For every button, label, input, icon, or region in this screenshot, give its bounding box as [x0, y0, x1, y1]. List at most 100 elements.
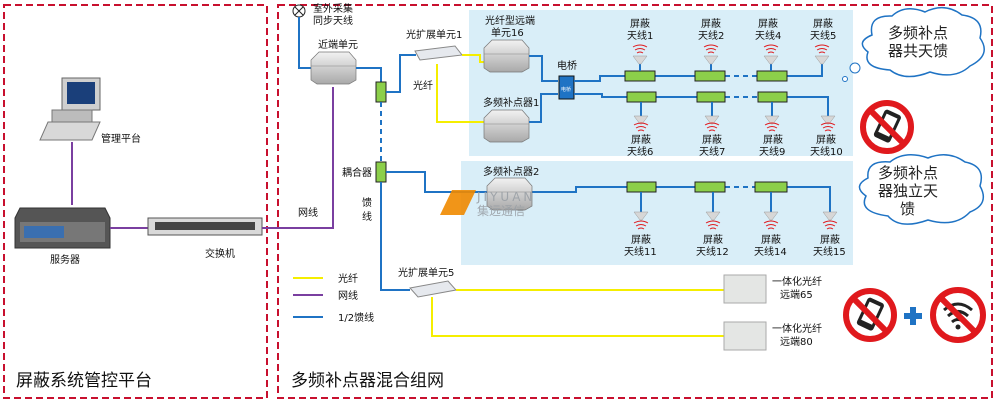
fiber-label: 光纤 — [413, 79, 433, 92]
fiber-remote-16-label: 单元16 — [491, 27, 524, 39]
antenna-label: 屏蔽 — [758, 18, 778, 30]
network-cable — [262, 87, 334, 229]
antenna-label: 天线6 — [627, 145, 653, 158]
management-platform-label: 管理平台 — [101, 132, 141, 145]
no-phone-icon — [846, 291, 894, 339]
feeder-line — [640, 102, 773, 116]
feeder-line — [639, 64, 772, 71]
feeder-line — [529, 93, 558, 123]
fiber-remote-16-device — [483, 39, 530, 73]
feeder-label: 线 — [362, 210, 372, 223]
cloud-text: 器独立天 — [878, 182, 938, 200]
cloud-independent-feeder: 多频补点 器独立天 馈 — [858, 154, 985, 225]
ext-unit-1-label: 光扩展单元1 — [406, 28, 462, 41]
left-section-title: 屏蔽系统管控平台 — [16, 371, 152, 391]
near-unit-label: 近端单元 — [318, 38, 358, 51]
feeder-line — [386, 54, 416, 93]
switch-label: 交换机 — [205, 247, 235, 260]
coupler — [626, 91, 657, 103]
antenna-label: 天线9 — [759, 145, 785, 158]
repeater-2-label: 多频补点器2 — [483, 165, 539, 178]
coupler — [694, 70, 726, 82]
antenna-label: 天线1 — [627, 29, 653, 42]
coupler-1 — [375, 81, 387, 103]
fiber-line — [436, 64, 485, 123]
plus-icon — [904, 307, 922, 325]
cloud-text: 多频补点 — [878, 164, 938, 182]
integrated-remote-80-device — [723, 321, 767, 351]
feeder-line — [529, 55, 558, 82]
management-computer-icon — [39, 77, 101, 141]
bridge-device — [558, 75, 575, 100]
ext-unit-5-label: 光扩展单元5 — [398, 266, 454, 279]
antenna-label: 屏蔽 — [763, 134, 783, 146]
integrated-remote-label: 一体化光纤 — [772, 322, 822, 335]
antenna-label: 天线12 — [696, 245, 729, 258]
cloud-text: 器共天馈 — [888, 42, 948, 60]
feeder-line — [298, 17, 312, 69]
left-frame — [3, 4, 268, 399]
coupler — [694, 181, 726, 193]
network-cable-label: 网线 — [298, 206, 318, 219]
antenna-label: 屏蔽 — [813, 18, 833, 30]
antenna-label: 天线14 — [754, 245, 787, 258]
cloud-text: 馈 — [900, 200, 915, 218]
legend-network: 网线 — [338, 289, 358, 302]
integrated-remote-65-device — [723, 274, 767, 304]
antenna-label: 天线15 — [813, 245, 846, 258]
shared-feeder-panel — [469, 10, 853, 156]
integrated-remote-label: 一体化光纤 — [772, 275, 822, 288]
fiber-remote-16-label: 光纤型远端 — [485, 14, 535, 27]
antenna-label: 屏蔽 — [820, 234, 840, 246]
antenna-label: 屏蔽 — [631, 134, 651, 146]
no-wifi-icon — [930, 287, 986, 343]
feeder-line — [574, 93, 829, 116]
ext-unit-5-device — [409, 280, 457, 298]
antenna-label: 天线11 — [624, 245, 657, 258]
repeater-1-label: 多频补点器1 — [483, 96, 539, 109]
feeder-line — [380, 182, 410, 291]
sync-antenna-label: 室外采集 — [313, 2, 353, 15]
switch-icon — [147, 217, 263, 236]
antenna-label: 屏蔽 — [701, 18, 721, 30]
feeder-label: 馈 — [362, 196, 372, 209]
legend-fiber: 光纤 — [338, 272, 358, 285]
watermark-chinese: 集远通信 — [477, 203, 525, 218]
antenna-label: 屏蔽 — [630, 18, 650, 30]
independent-feeder-panel — [461, 161, 853, 265]
server-label: 服务器 — [50, 253, 80, 266]
feeder-line — [356, 67, 382, 82]
antenna-label: 屏蔽 — [816, 134, 836, 146]
watermark-latin: JIYUAN — [476, 190, 535, 204]
antenna-label: 屏蔽 — [703, 234, 723, 246]
coupler — [754, 181, 788, 193]
legend-feeder: 1/2馈线 — [338, 311, 374, 324]
feeder-line — [574, 64, 823, 82]
server-icon — [14, 207, 111, 249]
coupler — [624, 70, 656, 82]
repeater-1-device — [483, 109, 530, 143]
antenna-label: 天线10 — [810, 145, 843, 158]
antenna-label: 屏蔽 — [702, 134, 722, 146]
fiber-line — [431, 297, 724, 337]
antenna-label: 天线2 — [698, 29, 724, 42]
integrated-remote-label: 远端80 — [780, 335, 813, 348]
right-frame — [277, 4, 993, 399]
antenna-label: 天线5 — [810, 29, 836, 42]
coupler-label: 耦合器 — [342, 166, 372, 179]
integrated-remote-label: 远端65 — [780, 288, 813, 301]
coupler — [696, 91, 726, 103]
coupler — [757, 91, 788, 103]
right-section-title: 多频补点器混合组网 — [291, 371, 444, 391]
near-unit-device — [310, 51, 357, 85]
cloud-shared-feeder: 多频补点 器共天馈 — [842, 6, 985, 82]
antenna-label: 屏蔽 — [761, 234, 781, 246]
bridge-label: 电桥 — [557, 59, 577, 72]
coupler — [626, 181, 657, 193]
sync-antenna-icon — [292, 4, 306, 18]
bridge-box-text: 电桥 — [561, 86, 571, 93]
antenna-label: 屏蔽 — [631, 234, 651, 246]
coupler-2 — [375, 161, 387, 183]
legend: 光纤 网线 1/2馈线 — [293, 272, 374, 324]
